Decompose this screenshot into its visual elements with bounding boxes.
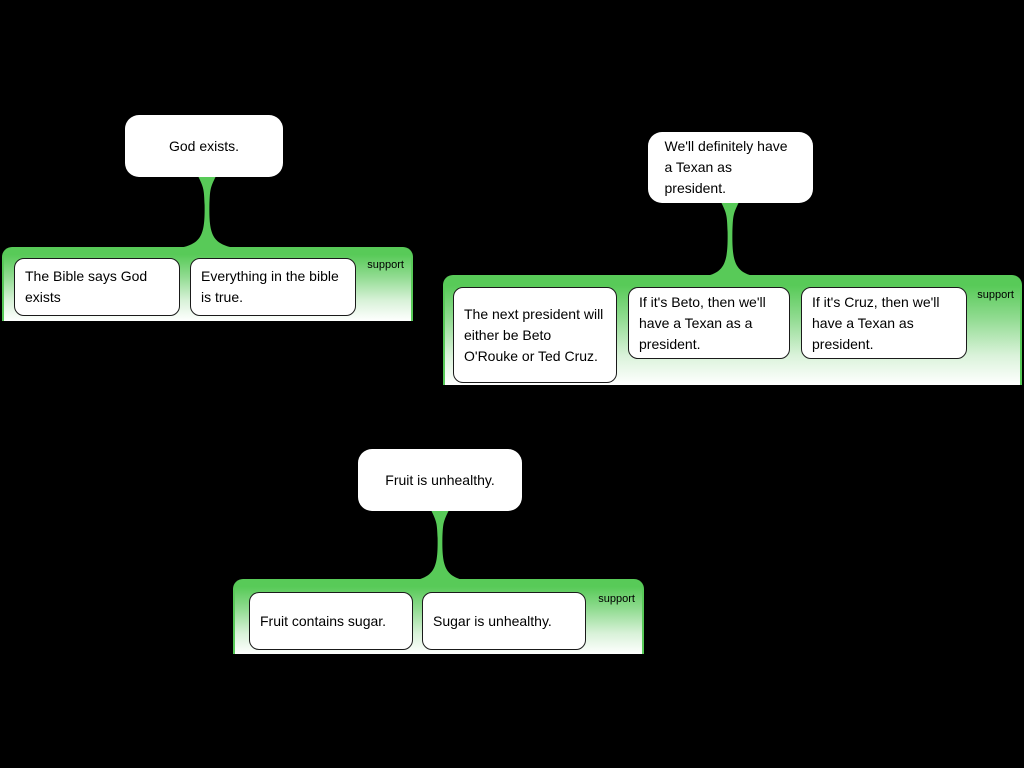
premise-text: If it's Beto, then we'll have a Texan as…	[639, 293, 766, 352]
premise-text: If it's Cruz, then we'll have a Texan as…	[812, 293, 940, 352]
premise-box[interactable]: The Bible says God exists	[14, 258, 180, 316]
premise-text: Sugar is unhealthy.	[433, 612, 552, 629]
premise-text: The next president will either be Beto O…	[464, 305, 604, 364]
conclusion-text: Fruit is unhealthy.	[385, 471, 495, 488]
support-relation-label: support	[977, 289, 1014, 301]
support-relation-label: support	[598, 593, 635, 605]
conclusion-box-texan-president[interactable]: We'll definitely have a Texan as preside…	[648, 132, 813, 203]
premise-box[interactable]: Everything in the bible is true.	[190, 258, 356, 316]
support-connector	[179, 176, 235, 248]
premise-box[interactable]: If it's Beto, then we'll have a Texan as…	[628, 287, 790, 359]
premise-box[interactable]: If it's Cruz, then we'll have a Texan as…	[801, 287, 967, 359]
premise-text: Fruit contains sugar.	[260, 612, 387, 629]
premise-box[interactable]: Sugar is unhealthy.	[422, 592, 586, 650]
support-group-box[interactable]: support The Bible says God exists Everyt…	[2, 247, 413, 321]
premise-box[interactable]: The next president will either be Beto O…	[453, 287, 617, 383]
premise-box[interactable]: Fruit contains sugar.	[249, 592, 413, 650]
conclusion-text: We'll definitely have a Texan as preside…	[664, 138, 788, 196]
support-group-box[interactable]: support The next president will either b…	[443, 275, 1022, 385]
support-group-box[interactable]: support Fruit contains sugar. Sugar is u…	[233, 579, 644, 654]
premise-text: The Bible says God exists	[25, 268, 148, 305]
support-connector	[702, 202, 758, 277]
conclusion-box-god-exists[interactable]: God exists.	[125, 115, 283, 177]
conclusion-box-fruit-unhealthy[interactable]: Fruit is unhealthy.	[358, 449, 522, 511]
support-connector	[412, 510, 468, 581]
premise-text: Everything in the bible is true.	[201, 268, 339, 305]
conclusion-text: God exists.	[168, 137, 240, 154]
support-relation-label: support	[367, 259, 404, 271]
